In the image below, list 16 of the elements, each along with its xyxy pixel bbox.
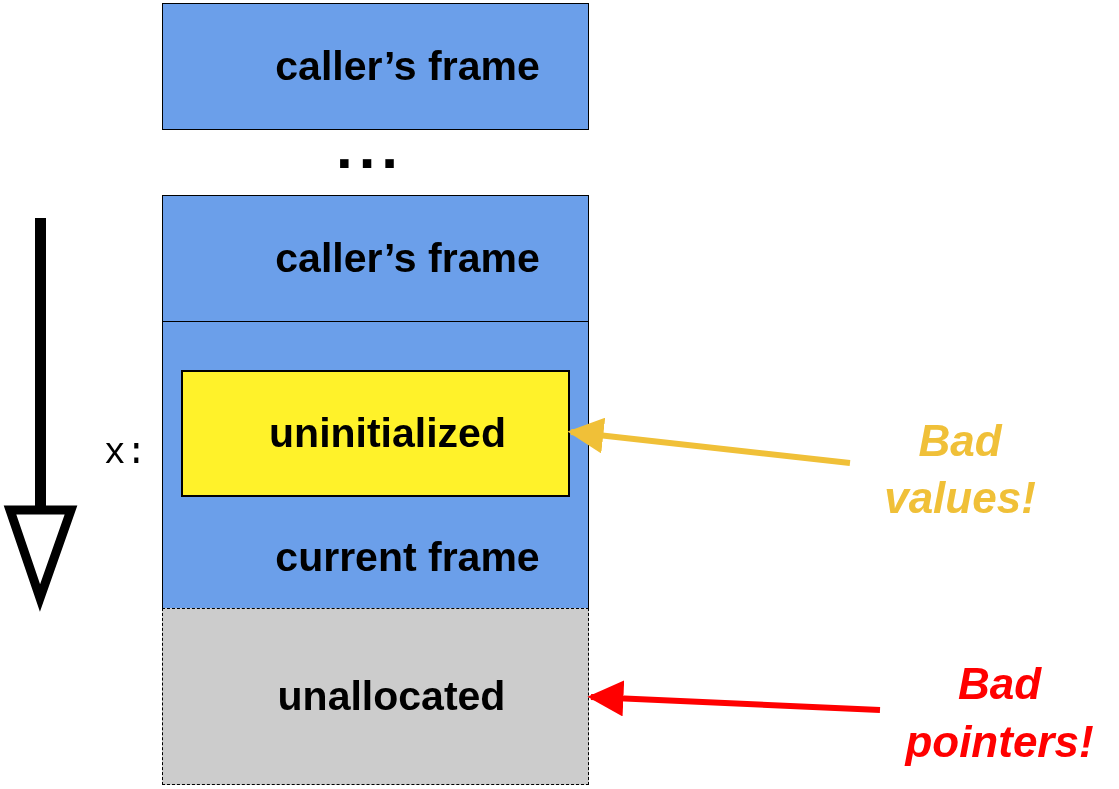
node-label: current frame: [275, 537, 540, 578]
node-label: caller’s frame: [275, 41, 540, 91]
variable-box: [181, 370, 570, 497]
arrow: [567, 417, 851, 466]
variable-label: x:: [104, 436, 148, 472]
stack-frame-box: [162, 321, 589, 609]
unallocated-box: [162, 608, 589, 785]
node-label: caller’s frame: [275, 233, 540, 283]
ellipsis: ...: [336, 118, 404, 178]
stack-frame-box: [162, 3, 589, 130]
node-label: Bad values!: [883, 414, 1037, 524]
stack-frame-box: [162, 195, 589, 322]
node-label: Bad pointers!: [903, 658, 1095, 768]
node-label: uninitialized: [269, 408, 506, 458]
arrow: [587, 680, 881, 717]
node-label: unallocated: [277, 671, 506, 721]
